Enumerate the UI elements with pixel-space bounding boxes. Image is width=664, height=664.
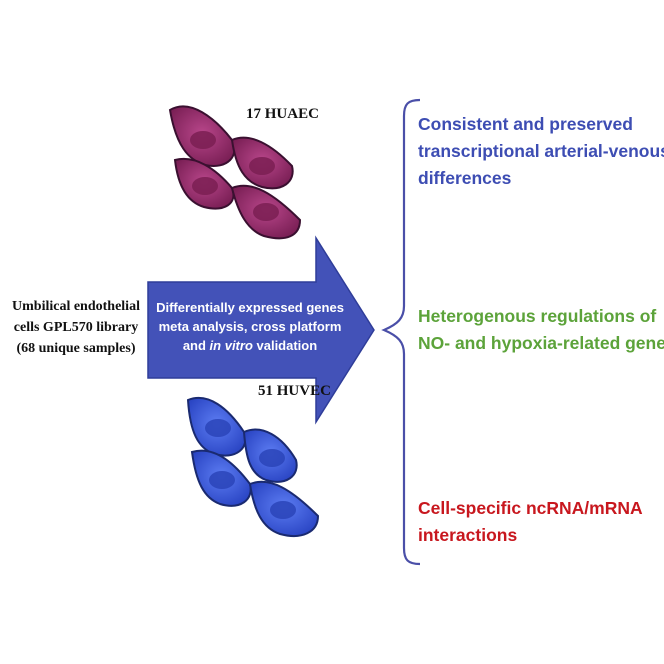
- outcome-1-line-2: transcriptional arterial-venous: [418, 141, 664, 161]
- process-arrow: [147, 235, 375, 425]
- outcome-3-line-2: interactions: [418, 525, 518, 545]
- library-description: Umbilical endothelial cells GPL570 libra…: [0, 296, 152, 359]
- huvec-nucleus-1: [205, 419, 231, 437]
- outcome-ncrna-mrna: Cell-specific ncRNA/mRNA interactions: [418, 495, 643, 549]
- huaec-nucleus-2: [249, 157, 275, 175]
- huvec-label: 51 HUVEC: [258, 383, 331, 399]
- huvec-nucleus-4: [270, 501, 296, 519]
- outcome-2-line-2: NO- and hypoxia-related genes: [418, 333, 664, 353]
- huaec-nucleus-4: [253, 203, 279, 221]
- library-line-2: cells GPL570 library: [13, 320, 139, 335]
- huaec-cell-cluster: [168, 105, 302, 240]
- outcome-brace: [381, 98, 421, 566]
- huaec-label: 17 HUAEC: [246, 106, 319, 122]
- outcome-1-line-3: differences: [418, 168, 512, 188]
- huvec-nucleus-2: [259, 449, 285, 467]
- outcome-2-line-1: Heterogenous regulations of: [418, 306, 657, 326]
- huaec-nucleus-1: [190, 131, 216, 149]
- library-line-3: (68 unique samples): [16, 341, 136, 356]
- outcome-3-line-1: Cell-specific ncRNA/mRNA: [418, 498, 643, 518]
- outcome-no-hypoxia: Heterogenous regulations of NO- and hypo…: [418, 303, 664, 357]
- huvec-nucleus-3: [209, 471, 235, 489]
- arrow-line-2: meta analysis, cross platform: [158, 319, 342, 334]
- arrow-line-1: Differentially expressed genes: [156, 300, 344, 315]
- arrow-line-3: and in vitro validation: [182, 338, 318, 353]
- outcome-arterial-venous: Consistent and preserved transcriptional…: [418, 111, 664, 192]
- arrow-caption: Differentially expressed genes meta anal…: [150, 298, 350, 355]
- outcome-1-line-1: Consistent and preserved: [418, 114, 633, 134]
- huvec-cell-cluster: [186, 397, 320, 537]
- huaec-nucleus-3: [192, 177, 218, 195]
- library-line-1: Umbilical endothelial: [12, 299, 140, 314]
